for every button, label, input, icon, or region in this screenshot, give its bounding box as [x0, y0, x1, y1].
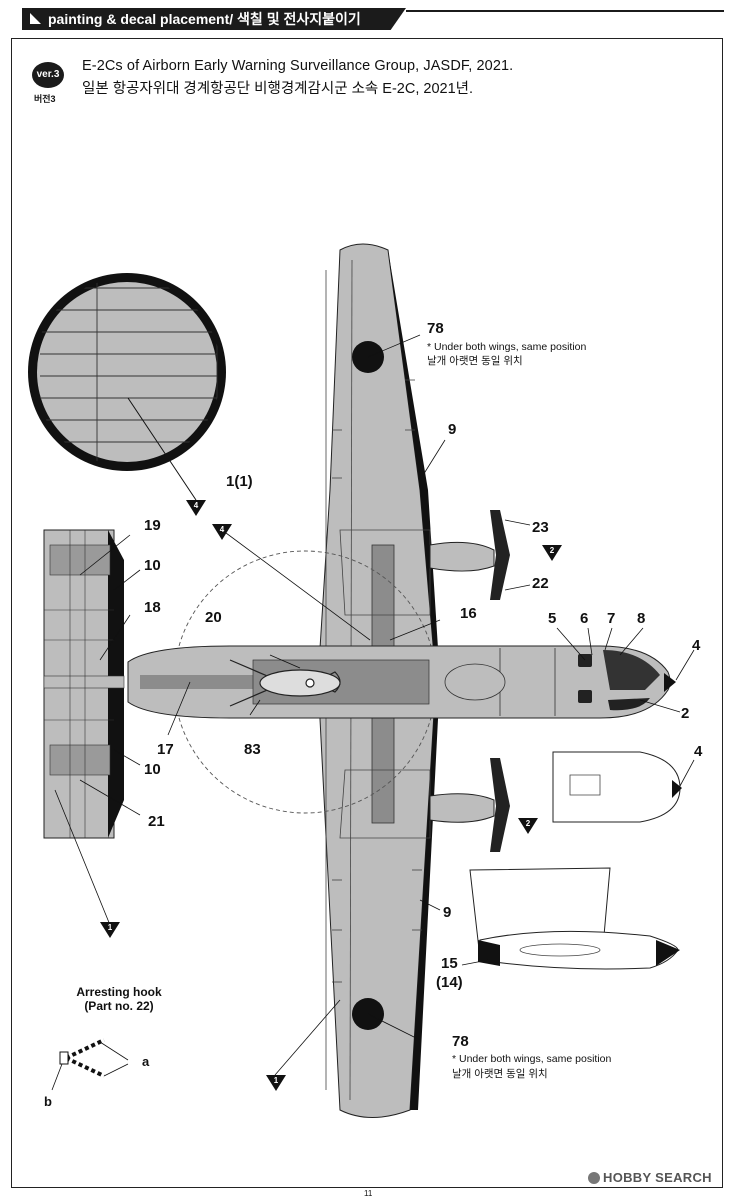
- callout-6: 6: [580, 610, 589, 627]
- callout-22: 22: [532, 575, 549, 592]
- engine-bottom: [429, 758, 510, 852]
- note-bottom-ko: 날개 아랫면 동일 위치: [452, 1068, 548, 1080]
- marker-4-wing-text: 4: [220, 525, 225, 534]
- callout-1-1: 1(1): [226, 473, 253, 490]
- callout-21: 21: [148, 813, 165, 830]
- callout-18: 18: [144, 599, 161, 616]
- leader-line: [127, 397, 197, 501]
- version-badge: ver.3: [32, 62, 64, 88]
- marker-1-bottom: [266, 1075, 286, 1091]
- page-frame: [11, 38, 723, 1188]
- callout-10-top: 10: [144, 557, 161, 574]
- callout-14: (14): [436, 974, 463, 991]
- callout-9-top: 9: [448, 421, 457, 438]
- marker-4-wing: [212, 524, 232, 540]
- callout-15: 15: [441, 955, 458, 972]
- tail-assembly: [43, 529, 125, 839]
- callout-19: 19: [144, 517, 161, 534]
- callout-b: b: [44, 1094, 52, 1109]
- version-title-ko: 일본 항공자위대 경계항공단 비행경계감시군 소속 E-2C, 2021년.: [82, 81, 473, 97]
- dome-support: [229, 659, 341, 707]
- magnified-detail: [28, 273, 226, 501]
- header-triangle-icon: [30, 13, 41, 24]
- leader-lines: [54, 334, 695, 1076]
- callout-10-bottom: 10: [144, 761, 161, 778]
- marker-1-left: [100, 922, 120, 938]
- nose-detail: [552, 751, 682, 823]
- callout-20: 20: [205, 609, 222, 626]
- arresting-hook-icon: [51, 1038, 129, 1091]
- callout-83: 83: [244, 741, 261, 758]
- callout-4-bottom: 4: [694, 743, 703, 760]
- page-number: 11: [364, 1189, 373, 1198]
- version-title-en: E-2Cs of Airborn Early Warning Surveilla…: [82, 58, 514, 74]
- fuselage: [127, 645, 676, 719]
- header-rule: [406, 10, 724, 12]
- marker-1-left-text: 1: [108, 923, 113, 932]
- callout-78-top: 78: [427, 320, 444, 337]
- marker-2-bottom-text: 2: [526, 819, 531, 828]
- watermark: HOBBY SEARCH: [588, 1170, 712, 1185]
- note-top-ko: 날개 아랫면 동일 위치: [427, 355, 523, 367]
- header-bar: [22, 8, 406, 30]
- note-bottom-en: * Under both wings, same position: [452, 1053, 612, 1065]
- hobby-search-logo-icon: [588, 1172, 600, 1184]
- section-title: painting & decal placement/ 색칠 및 전사지붙이기: [48, 11, 361, 27]
- callout-8: 8: [637, 610, 646, 627]
- arresting-hook-title: Arresting hook (Part no. 22): [76, 985, 162, 1013]
- marker-4-circle: [186, 500, 206, 516]
- callout-23: 23: [532, 519, 549, 536]
- engine-top: [429, 510, 510, 600]
- marker-2-bottom: [518, 818, 538, 834]
- callout-2: 2: [681, 705, 690, 722]
- side-detail: [469, 867, 680, 970]
- marker-2-top-text: 2: [550, 546, 555, 555]
- version-badge-ko: 버전3: [34, 94, 56, 104]
- note-top-en: * Under both wings, same position: [427, 341, 587, 353]
- callout-5: 5: [548, 610, 557, 627]
- marker-1-bottom-text: 1: [274, 1076, 279, 1085]
- callout-4-top: 4: [692, 637, 701, 654]
- marker-4-circle-text: 4: [194, 501, 199, 510]
- marker-2-top: [542, 545, 562, 561]
- callout-17: 17: [157, 741, 174, 758]
- callout-7: 7: [607, 610, 616, 627]
- triangle-markers: [100, 500, 562, 1091]
- callout-16: 16: [460, 605, 477, 622]
- callout-a: a: [142, 1054, 150, 1069]
- callout-78-bottom: 78: [452, 1033, 469, 1050]
- detail-circle-fill: [37, 282, 217, 462]
- callout-9-bottom: 9: [443, 904, 452, 921]
